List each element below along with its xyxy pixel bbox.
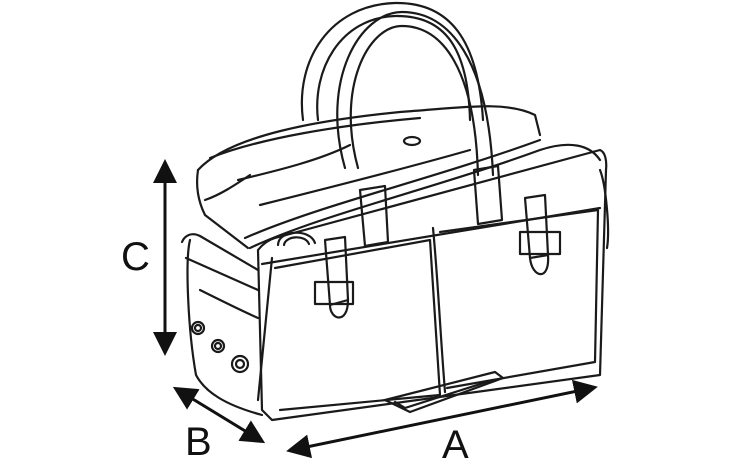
front-panel bbox=[256, 148, 608, 422]
straps bbox=[276, 164, 562, 319]
handles bbox=[300, 1, 495, 177]
dimension-arrows bbox=[153, 159, 598, 459]
dimension-label-c: C bbox=[121, 235, 150, 279]
side-panel bbox=[180, 233, 264, 417]
arrow-a bbox=[286, 379, 598, 459]
bag-illustration bbox=[180, 1, 610, 422]
right-edge bbox=[598, 168, 610, 250]
dimension-label-b: B bbox=[185, 420, 212, 464]
bag-top bbox=[196, 105, 602, 250]
arrow-b bbox=[172, 386, 266, 444]
dimension-label-a: A bbox=[442, 423, 469, 467]
